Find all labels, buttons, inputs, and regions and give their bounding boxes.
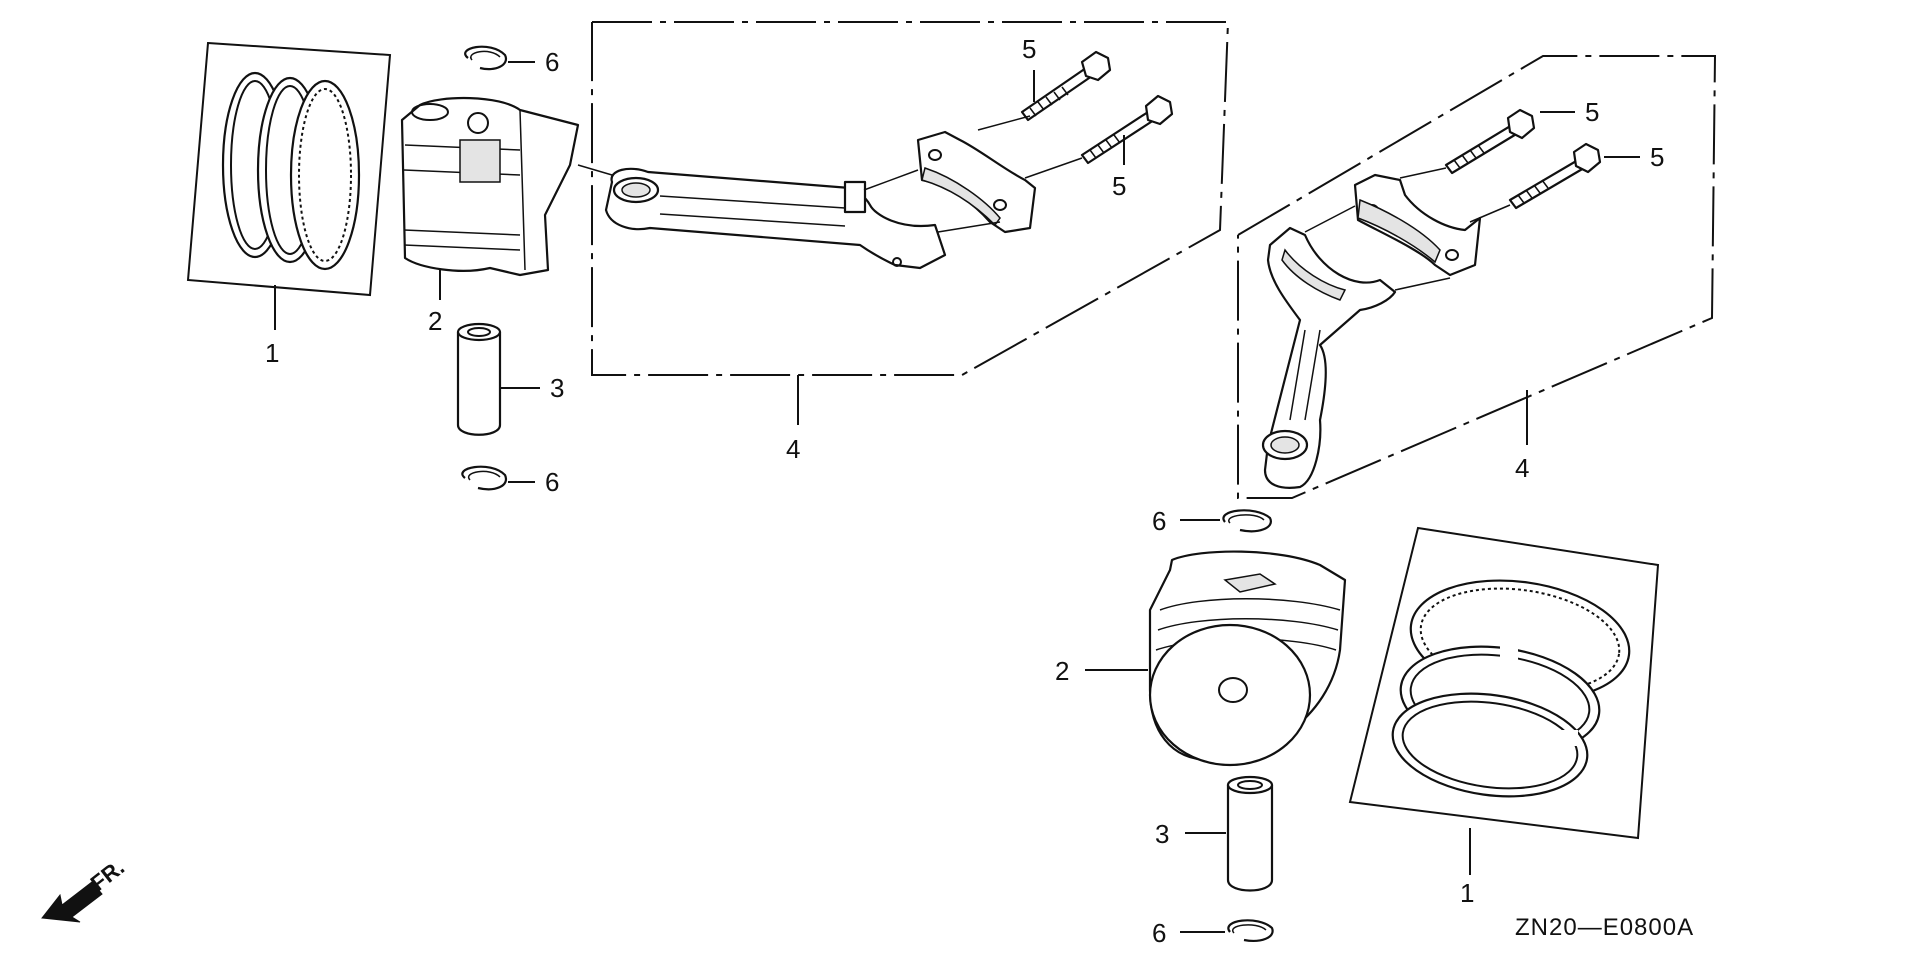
piston-pin-right <box>1226 775 1274 892</box>
front-direction-arrow: FR. <box>41 854 129 923</box>
rod-bolt-right-1 <box>1444 108 1536 175</box>
piston-right <box>1148 550 1347 767</box>
callout-pin-clip-right-bottom: 6 <box>1152 918 1166 948</box>
pin-clip-right-top <box>1222 509 1272 533</box>
piston-ring-set-right <box>1348 526 1660 840</box>
callout-piston-rings-left: 1 <box>265 338 279 368</box>
rod-cap-top <box>916 130 1037 234</box>
callout-pin-clip-left-bottom: 6 <box>545 467 559 497</box>
connecting-rod-top <box>604 167 947 270</box>
callout-rod-bolt-top-1: 5 <box>1022 34 1036 64</box>
callout-pin-clip-left-top: 6 <box>545 47 559 77</box>
connecting-rod-box-right <box>1237 55 1717 499</box>
callout-rod-bolt-right-2: 5 <box>1650 142 1664 172</box>
callout-piston-right: 2 <box>1055 656 1069 686</box>
pin-clip-left-top <box>464 45 508 71</box>
rod-cap-right <box>1353 173 1482 277</box>
callout-rod-bolt-right-1: 5 <box>1585 97 1599 127</box>
callout-piston-pin-left: 3 <box>550 373 564 403</box>
pin-clip-left-bottom <box>461 465 508 491</box>
callout-pin-clip-right-top: 6 <box>1152 506 1166 536</box>
rod-bolt-right-2 <box>1508 142 1602 210</box>
callout-piston-rings-right: 1 <box>1460 878 1474 908</box>
callout-connecting-rod-right: 4 <box>1515 453 1529 483</box>
diagram-code: ZN20—E0800A <box>1515 914 1694 941</box>
connecting-rod-box-top <box>591 21 1230 376</box>
pin-clip-right-bottom <box>1227 919 1274 942</box>
piston-left <box>400 96 580 277</box>
piston-pin-left <box>456 322 502 436</box>
connecting-rod-right <box>1261 226 1397 489</box>
callout-piston-pin-right: 3 <box>1155 819 1169 849</box>
piston-ring-set-left <box>186 41 392 297</box>
callout-connecting-rod-top: 4 <box>786 434 800 464</box>
rod-bolt-top-2 <box>1080 94 1174 165</box>
callout-piston-left: 2 <box>428 306 442 336</box>
callout-rod-bolt-top-2: 5 <box>1112 171 1126 201</box>
